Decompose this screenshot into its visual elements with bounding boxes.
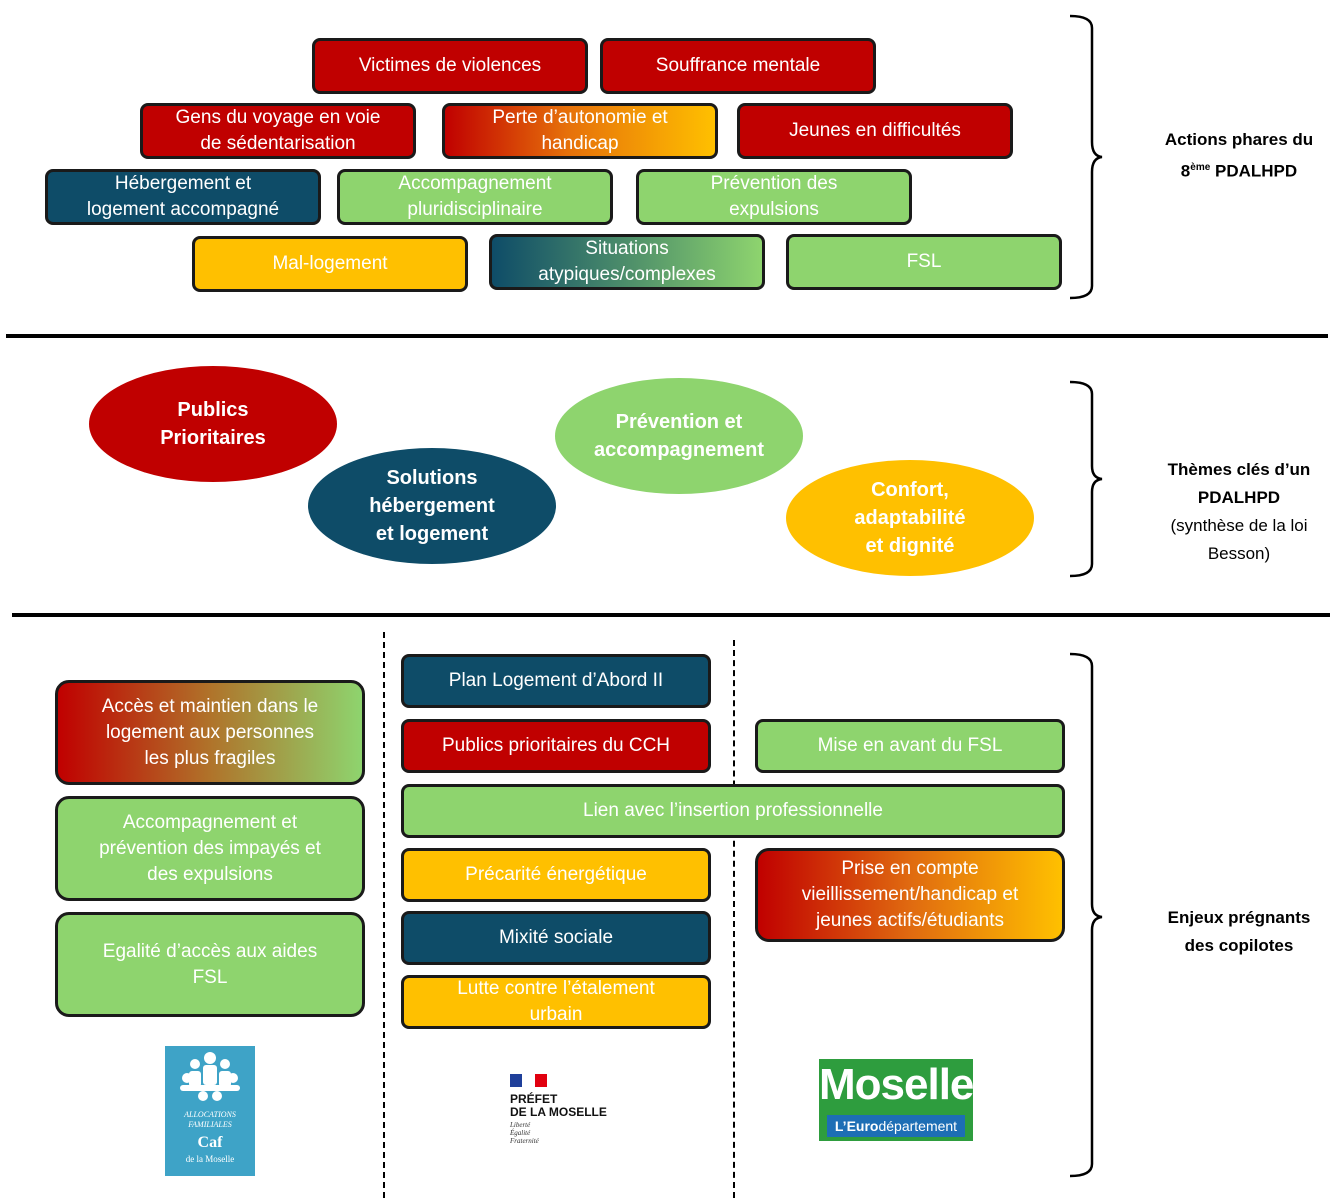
divider-1: [6, 334, 1328, 338]
enjeu-prise-en-compte-vieillissement: Prise en compte vieillissement/handicap …: [755, 848, 1065, 942]
action-prevention-expulsions: Prévention des expulsions: [636, 169, 912, 225]
action-accompagnement-pluri: Accompagnement pluridisciplinaire: [337, 169, 613, 225]
brace-section1: [1069, 14, 1103, 300]
enjeu-accompagnement-prevention: Accompagnement et prévention des impayés…: [55, 796, 365, 901]
theme-prevention-accompagnement: Prévention et accompagnement: [555, 378, 803, 494]
enjeu-mise-en-avant-fsl: Mise en avant du FSL: [755, 719, 1065, 773]
tricolor-marianne-icon: [510, 1074, 547, 1087]
theme-solutions-hebergement: Solutions hébergement et logement: [308, 448, 556, 564]
brace-section3: [1069, 652, 1103, 1178]
prefet-moselle-logo: PRÉFET DE LA MOSELLE Liberté Égalité Fra…: [510, 1072, 630, 1152]
action-souffrance-mentale: Souffrance mentale: [600, 38, 876, 94]
enjeu-publics-prioritaires-cch: Publics prioritaires du CCH: [401, 719, 711, 773]
enjeu-precarite-energetique: Précarité énergétique: [401, 848, 711, 902]
enjeu-mixite-sociale: Mixité sociale: [401, 911, 711, 965]
action-mal-logement: Mal-logement: [192, 236, 468, 292]
enjeu-acces-maintien: Accès et maintien dans le logement aux p…: [55, 680, 365, 785]
action-perte-autonomie: Perte d’autonomie et handicap: [442, 103, 718, 159]
theme-publics-prioritaires: Publics Prioritaires: [89, 366, 337, 482]
action-jeunes-difficultes: Jeunes en difficultés: [737, 103, 1013, 159]
section1-label: Actions phares du 8ème PDALHPD: [1164, 130, 1314, 181]
action-gens-du-voyage: Gens du voyage en voie de sédentarisatio…: [140, 103, 416, 159]
dashed-separator-right: [733, 640, 735, 1198]
brace-section2: [1069, 380, 1103, 578]
divider-2: [12, 613, 1330, 617]
enjeu-plan-logement-abord: Plan Logement d’Abord II: [401, 654, 711, 708]
caf-logo: ALLOCATIONS FAMILIALES Caf de la Moselle: [165, 1046, 255, 1176]
action-fsl: FSL: [786, 234, 1062, 290]
enjeu-lutte-etalement-urbain: Lutte contre l’étalement urbain: [401, 975, 711, 1029]
section3-label: Enjeux prégnants des copilotes: [1167, 908, 1311, 955]
action-hebergement-logement: Hébergement et logement accompagné: [45, 169, 321, 225]
moselle-departement-logo: Moselle L’Eurodépartement: [819, 1059, 974, 1141]
enjeu-insertion-professionnelle: Lien avec l’insertion professionnelle: [401, 784, 1065, 838]
enjeu-egalite-acces-fsl: Egalité d’accès aux aides FSL: [55, 912, 365, 1017]
section2-label: Thèmes clés d’un PDALHPD (synthèse de la…: [1167, 460, 1311, 563]
dashed-separator-left: [383, 632, 385, 1198]
action-situations-atypiques: Situations atypiques/complexes: [489, 234, 765, 290]
theme-confort-dignite: Confort, adaptabilité et dignité: [786, 460, 1034, 576]
action-victimes-violences: Victimes de violences: [312, 38, 588, 94]
